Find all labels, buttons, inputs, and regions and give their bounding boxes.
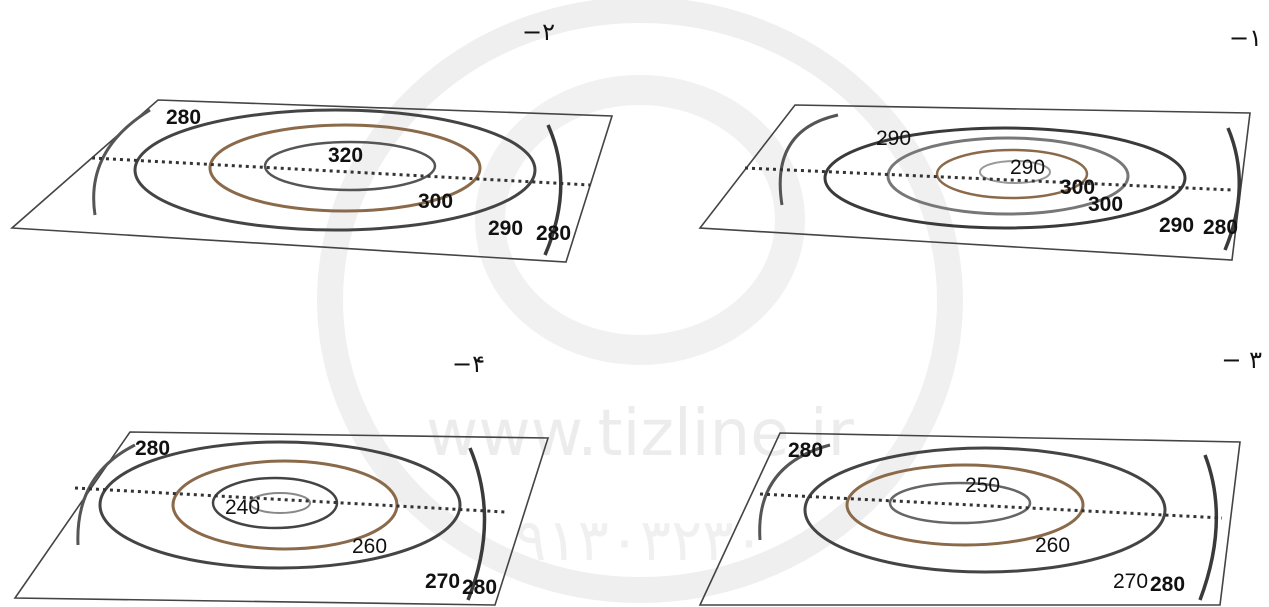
contour-label: 280 [1203,216,1238,239]
option-label-4: −۴ [452,350,485,378]
contour-label: 320 [328,144,363,167]
contour-line [935,148,1089,200]
contour-line [98,440,462,570]
contour-label: 280 [135,437,170,460]
contour-label: 270 [1113,570,1148,593]
contour-label: 290 [1159,214,1194,237]
watermark-emblem [475,75,805,365]
dotted-axis [74,486,506,514]
option-label-3: − ۳ [1221,346,1262,374]
contour-line [778,113,839,206]
panel-option-4: −۴ 280 240 260 270 280 [13,350,550,606]
contour-line [979,160,1051,184]
ground-plane [13,431,550,606]
contour-line [823,126,1187,230]
contour-line [803,446,1167,574]
contour-line [208,123,482,213]
contour-label: 300 [418,190,453,213]
watermark-ring [317,0,963,603]
contour-label: 250 [965,474,1000,497]
contour-label: 290 [488,217,523,240]
dotted-axis [91,156,591,187]
contour-label: 300 [1060,176,1095,199]
contour-line [133,108,537,232]
contour-line [1198,454,1219,601]
contour-line [543,124,563,256]
panel-option-3: − ۳ 280 250 260 270 280 [698,346,1262,606]
option-label-2: −۲ [522,18,555,46]
contour-line [758,443,831,541]
contour-label: 290 [876,127,911,150]
contour-line [92,108,151,216]
contour-line [886,136,1130,216]
dotted-axis [744,166,1233,192]
contour-label: 260 [1035,534,1070,557]
contour-label: 280 [462,576,497,599]
ground-plane [698,104,1251,261]
contour-line [76,443,136,546]
panel-option-1: −۱ 290 290 300 300 290 280 [698,24,1262,261]
contour-label: 270 [425,570,460,593]
contour-label: 280 [536,222,571,245]
contour-label: 280 [788,439,823,462]
ground-plane [10,99,614,263]
panel-option-2: −۲ 280 320 300 290 280 [10,18,614,263]
contour-label: 280 [1150,573,1185,596]
watermark: www.tizline.ir ۹۱۳۰۳۲۳۰ [317,0,963,603]
watermark-url: www.tizline.ir [426,397,855,471]
contour-line [249,492,311,514]
contour-label: 290 [1010,156,1045,179]
contour-line [845,463,1085,547]
ground-plane [698,432,1241,606]
contour-line [263,140,437,192]
watermark-number: ۹۱۳۰۳۲۳۰ [515,506,764,574]
dotted-axis [759,492,1223,520]
contour-line [1223,127,1241,251]
contour-line [211,476,339,530]
option-label-1: −۱ [1229,24,1262,52]
contour-line [466,447,487,601]
contour-label: 300 [1088,193,1123,216]
contour-label: 280 [166,106,201,129]
contour-line [888,481,1032,525]
contour-label: 240 [225,496,260,519]
contour-label: 260 [352,535,387,558]
